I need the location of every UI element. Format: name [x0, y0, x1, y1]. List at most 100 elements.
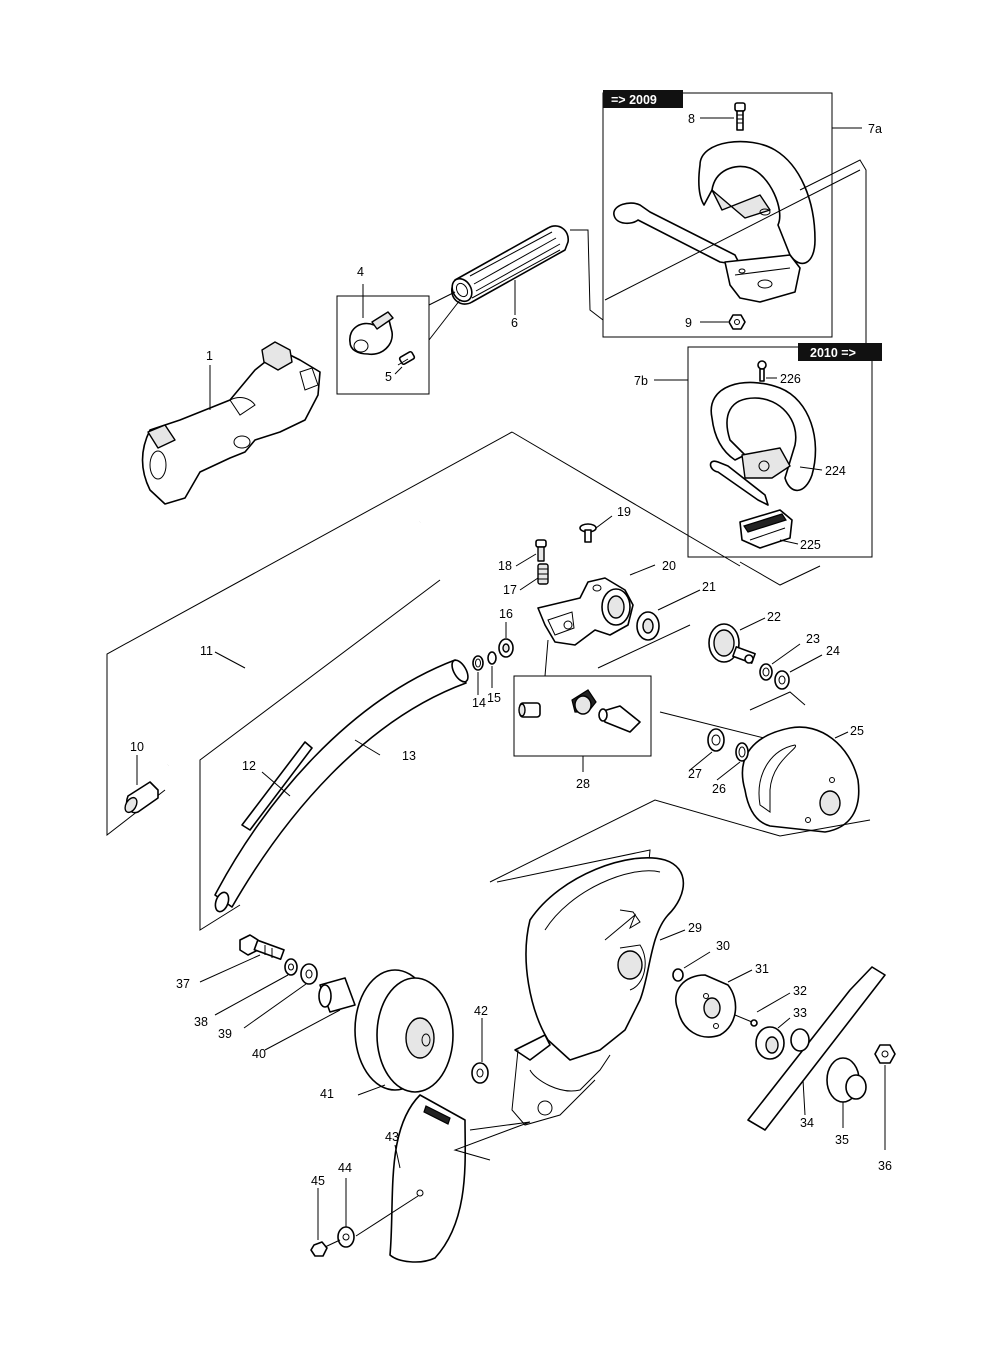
label-25: 25 — [850, 724, 864, 738]
label-7a: 7a — [868, 122, 882, 136]
part-flange-35 — [826, 1057, 867, 1103]
part-loop-handle-224 — [709, 381, 817, 506]
label-22: 22 — [767, 610, 781, 624]
kit-box-4: 5 — [336, 284, 461, 395]
part-bearing-16 — [498, 638, 514, 658]
label-40: 40 — [252, 1047, 266, 1061]
label-7b: 7b — [634, 374, 648, 388]
part-bearing-21 — [636, 611, 660, 641]
part-washer-23 — [759, 663, 773, 681]
part-circlip-26 — [735, 742, 749, 762]
label-1: 1 — [206, 349, 213, 363]
label-9: 9 — [685, 316, 692, 330]
part-ferrule-10 — [124, 781, 159, 814]
label-19: 19 — [617, 505, 631, 519]
label-26: 26 — [712, 782, 726, 796]
label-13: 13 — [402, 749, 416, 763]
label-42: 42 — [474, 1004, 488, 1018]
part-bolt-17 — [537, 563, 549, 585]
label-32: 32 — [793, 984, 807, 998]
part-blade-34 — [747, 966, 886, 1131]
label-39: 39 — [218, 1027, 232, 1041]
label-29: 29 — [688, 921, 702, 935]
box-2009-tag: => 2009 — [611, 93, 657, 107]
label-20: 20 — [662, 559, 676, 573]
label-28: 28 — [576, 777, 590, 791]
part-washer-42 — [471, 1062, 489, 1084]
part-bevel-gear-28b — [571, 689, 597, 715]
part-screw-19 — [579, 523, 597, 543]
label-45: 45 — [311, 1174, 325, 1188]
part-clamp-225 — [739, 509, 793, 549]
part-washer-27 — [707, 728, 725, 752]
part-shaft-tube-13 — [214, 659, 469, 913]
label-6: 6 — [511, 316, 518, 330]
part-grip-6 — [451, 225, 569, 305]
label-15: 15 — [487, 691, 501, 705]
label-5: 5 — [385, 370, 392, 384]
part-washer-44 — [337, 1226, 355, 1248]
label-225: 225 — [800, 538, 821, 552]
part-screw-226 — [757, 360, 767, 382]
label-34: 34 — [800, 1116, 814, 1130]
kit-box-2009: => 2009 8 9 7a — [602, 90, 882, 345]
label-21: 21 — [702, 580, 716, 594]
label-4: 4 — [357, 265, 364, 279]
part-inner-shaft-11 — [166, 520, 421, 766]
part-screw-5 — [397, 350, 416, 366]
part-screw-8 — [734, 102, 746, 131]
label-38: 38 — [194, 1015, 208, 1029]
part-washer-33 — [755, 1026, 785, 1060]
part-nut-28a — [518, 702, 541, 718]
part-spacer-40 — [318, 977, 356, 1013]
label-36: 36 — [878, 1159, 892, 1173]
part-washer-38 — [284, 958, 298, 976]
label-18: 18 — [498, 559, 512, 573]
part-blade-guard-29 — [511, 857, 685, 1126]
part-flap-43 — [389, 1094, 467, 1263]
label-31: 31 — [755, 962, 769, 976]
part-loop-handle-7a — [613, 140, 816, 303]
label-17: 17 — [503, 583, 517, 597]
label-37: 37 — [176, 977, 190, 991]
label-16: 16 — [499, 607, 513, 621]
label-35: 35 — [835, 1133, 849, 1147]
label-8: 8 — [688, 112, 695, 126]
part-circlip-14 — [472, 655, 484, 671]
kit-box-28 — [513, 675, 652, 757]
box-2010-tag: 2010 => — [810, 346, 856, 360]
part-screw-32 — [734, 1014, 758, 1027]
label-24: 24 — [826, 644, 840, 658]
kit-box-2010: 2010 => 226 224 225 7b — [634, 343, 882, 586]
label-33: 33 — [793, 1006, 807, 1020]
label-44: 44 — [338, 1161, 352, 1175]
part-bolt-18 — [535, 539, 547, 562]
part-bolt-37 — [239, 934, 285, 961]
label-224: 224 — [825, 464, 846, 478]
part-housing-1 — [141, 341, 321, 505]
label-23: 23 — [806, 632, 820, 646]
part-screw-45 — [310, 1239, 341, 1257]
label-27: 27 — [688, 767, 702, 781]
part-washer-24 — [774, 670, 790, 690]
label-10: 10 — [130, 740, 144, 754]
part-washer-30 — [672, 968, 684, 982]
label-12: 12 — [242, 759, 256, 773]
part-washer-15 — [487, 651, 497, 665]
part-gear-case-20 — [537, 577, 634, 646]
part-washer-39 — [300, 963, 318, 985]
label-30: 30 — [716, 939, 730, 953]
part-wheel-41 — [354, 969, 454, 1093]
part-pinion-28c — [598, 705, 641, 733]
part-blade-holder-31 — [675, 974, 737, 1038]
label-41: 41 — [320, 1087, 334, 1101]
label-14: 14 — [472, 696, 486, 710]
part-nut-36 — [874, 1044, 896, 1064]
label-11: 11 — [200, 644, 213, 658]
part-nut-9 — [728, 314, 746, 330]
part-gear-22 — [708, 623, 756, 664]
part-cover-plate-25 — [741, 726, 860, 833]
part-label-12 — [241, 741, 313, 831]
label-226: 226 — [780, 372, 801, 386]
